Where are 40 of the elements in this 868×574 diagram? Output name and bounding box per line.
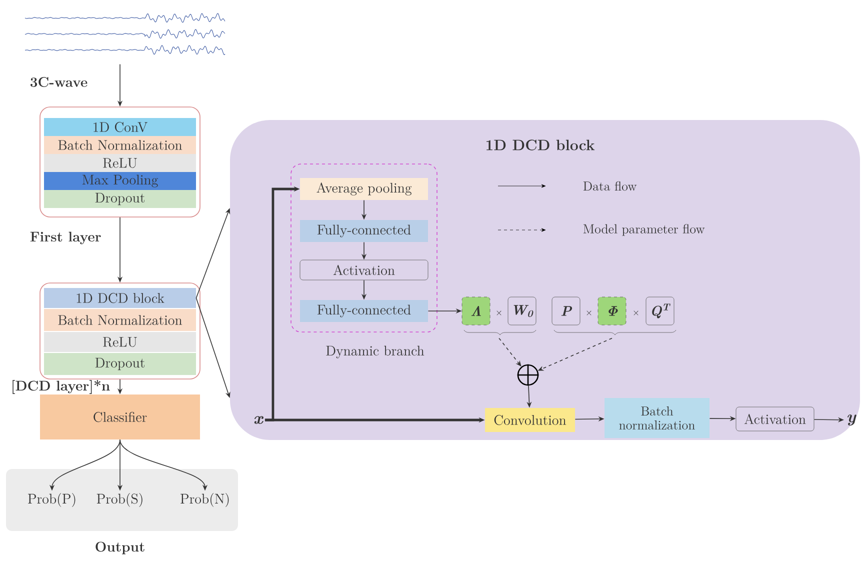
matrix-box: Λ: [462, 296, 490, 326]
layer-stripe: Batch Normalization: [44, 136, 196, 154]
probability-label: Prob(N): [180, 492, 229, 507]
input-variable: x: [254, 416, 264, 424]
layer-box: Fully-connected: [300, 300, 428, 322]
legend-text: Data flow: [583, 181, 637, 191]
probability-label: Prob(P): [28, 492, 76, 507]
layer-stripe: 1D ConV: [44, 118, 196, 136]
output-variable: y: [848, 414, 856, 426]
block-title: 1D DCD block: [486, 140, 595, 150]
probability-label: Prob(S): [96, 492, 142, 507]
sum-symbol: [516, 364, 540, 386]
waveform-drawing: [24, 13, 226, 55]
convolution-box: Convolution: [485, 408, 575, 432]
multiply-sign: ×: [586, 310, 592, 316]
matrix-box: Q$^{T}$: [646, 296, 674, 326]
wave-label: 3C-wave: [30, 77, 88, 87]
layer-stripe: Max Pooling: [44, 172, 196, 190]
classifier-box: Classifier: [40, 394, 200, 440]
branch-caption: Dynamic branch: [326, 346, 424, 358]
output-caption: Output: [96, 542, 144, 554]
layer-stripe: Dropout: [44, 353, 196, 375]
layer-stripe: Dropout: [44, 190, 196, 208]
layer-caption: First layer: [30, 232, 101, 244]
layer-stripe: ReLU: [44, 332, 196, 352]
layer-box: Fully-connected: [300, 220, 428, 242]
matrix-box: W$_{0}$: [508, 296, 536, 326]
matrix-box: P: [552, 296, 580, 326]
multiply-sign: ×: [496, 310, 502, 316]
layer-box: Activation: [300, 260, 428, 280]
layer-box: Average pooling: [300, 178, 428, 200]
layer-caption: [DCD layer]*n: [12, 380, 110, 394]
normalization-box: Batch normalization: [604, 398, 710, 438]
activation-box: Activation: [736, 406, 814, 432]
layer-stripe: ReLU: [44, 154, 196, 172]
matrix-box: Φ: [598, 296, 626, 326]
layer-stripe: Batch Normalization: [44, 309, 196, 331]
layer-stripe: 1D DCD block: [44, 288, 196, 308]
multiply-sign: ×: [634, 310, 638, 316]
legend-text: Model parameter flow: [583, 224, 705, 236]
